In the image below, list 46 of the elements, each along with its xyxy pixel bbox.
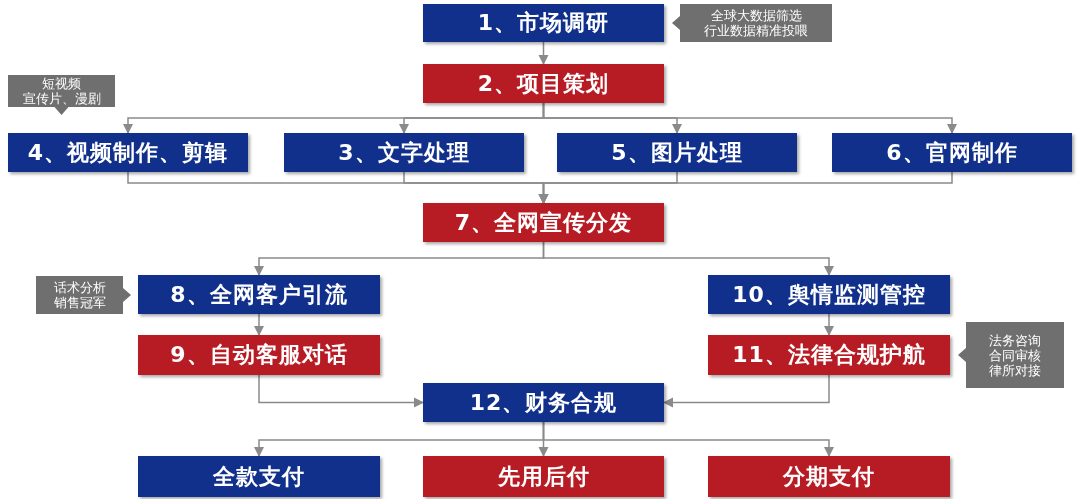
process-box — [557, 133, 797, 172]
step-label: 6、官网制作 — [886, 138, 1018, 167]
step-label: 7、全网宣传分发 — [454, 208, 633, 237]
step-label: 5、图片处理 — [611, 138, 743, 167]
step-label: 12、财务合规 — [469, 388, 618, 417]
process-box — [423, 383, 664, 422]
process-box — [284, 133, 524, 172]
arrow — [538, 41, 549, 66]
step-label: 全款支付 — [213, 462, 305, 491]
callout-note — [958, 322, 1064, 388]
process-box — [423, 203, 664, 242]
callout-note — [36, 276, 131, 314]
process-box — [138, 275, 380, 314]
process-box — [138, 456, 380, 497]
callout-note — [8, 75, 115, 115]
step-label: 3、文字处理 — [338, 138, 470, 167]
note-text: 全球大数据筛选行业数据精准投喂 — [704, 8, 808, 38]
note-text: 短视频宣传片、漫剧 — [22, 76, 101, 106]
step-label: 4、视频制作、剪辑 — [27, 138, 229, 167]
step-label: 分期支付 — [783, 462, 875, 491]
process-box — [423, 64, 664, 103]
step-label: 10、舆情监测管控 — [732, 280, 926, 309]
process-box — [708, 456, 950, 497]
step-label: 2、项目策划 — [477, 69, 610, 98]
process-box — [138, 335, 380, 375]
callout-note — [672, 4, 832, 42]
process-box — [423, 456, 664, 497]
step-label: 11、法律合规护航 — [732, 341, 926, 369]
step-label: 1、市场调研 — [477, 9, 610, 37]
step-label: 9、自动客服对话 — [170, 341, 348, 369]
process-box — [423, 4, 664, 42]
process-box — [708, 275, 950, 314]
process-box — [708, 335, 950, 375]
arrow — [823, 313, 835, 337]
note-text: 话术分析销售冠军 — [53, 280, 106, 310]
step-label: 先用后付 — [497, 462, 590, 491]
arrow — [542, 421, 835, 458]
arrow — [542, 102, 958, 135]
process-box — [8, 133, 248, 172]
arrow — [258, 374, 425, 408]
process-box — [832, 133, 1072, 172]
note-text: 法务咨询合同审核律所对接 — [989, 332, 1041, 378]
arrow — [253, 313, 265, 337]
arrow — [538, 171, 953, 205]
arrow — [542, 241, 835, 277]
step-label: 8、全网客户引流 — [170, 280, 348, 309]
